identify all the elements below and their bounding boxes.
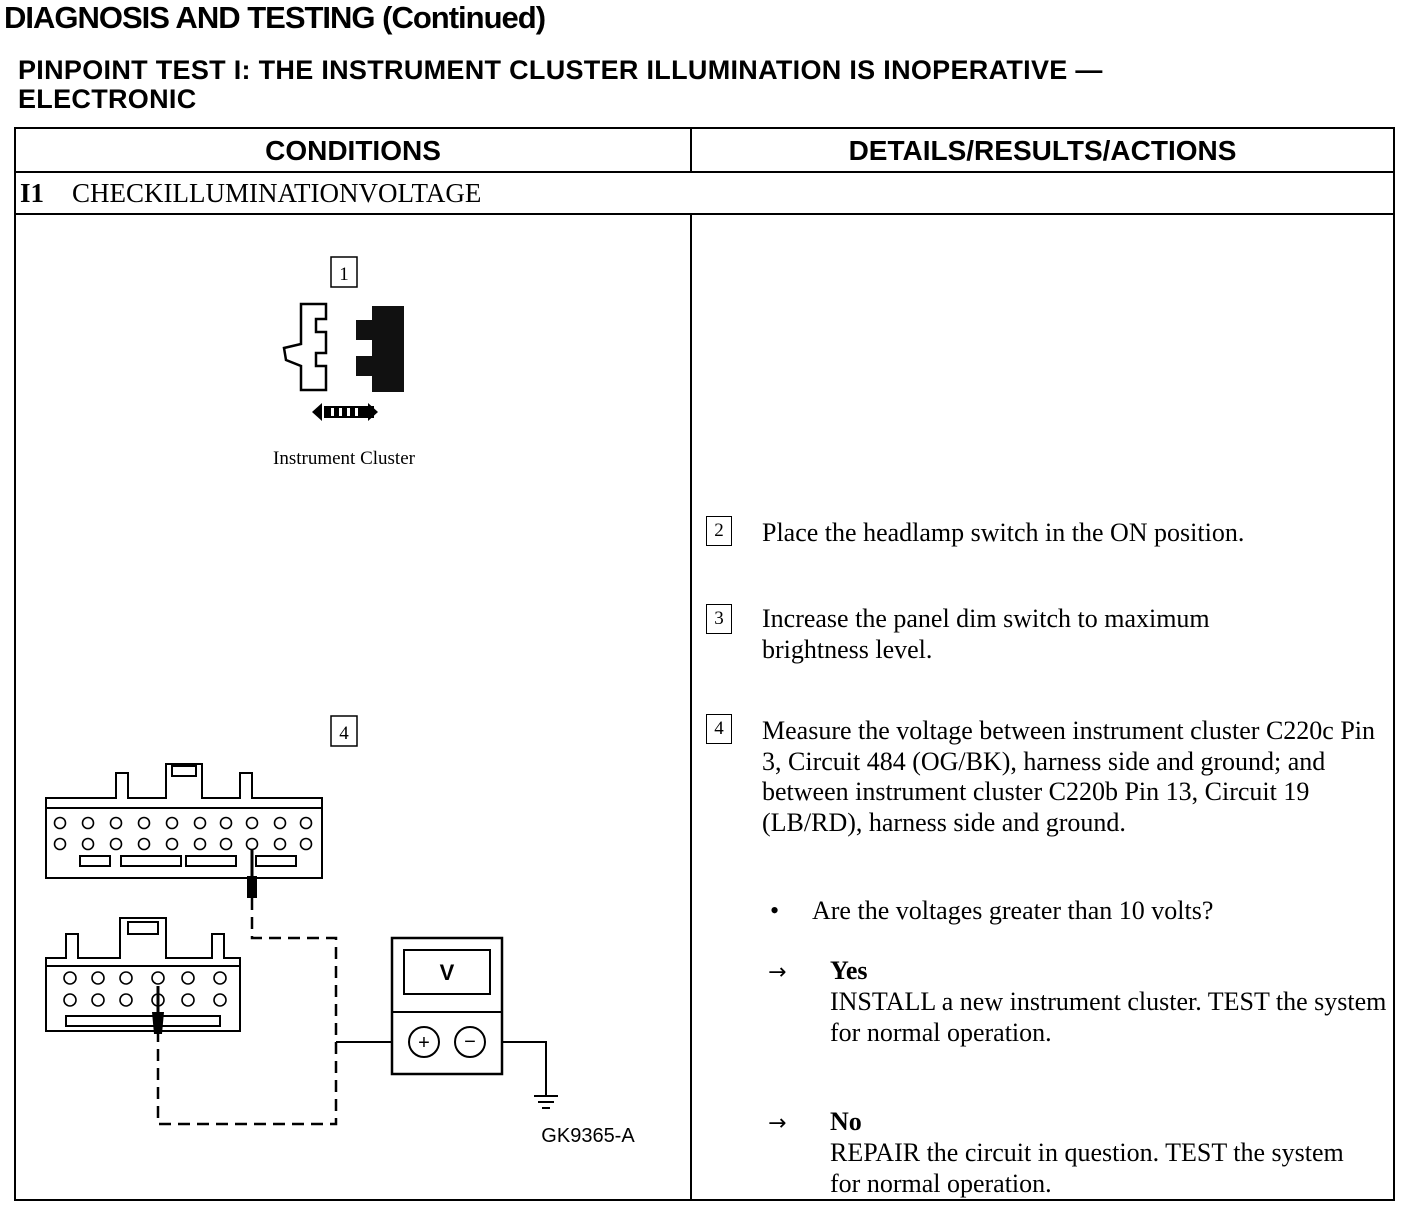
column-divider-header (690, 127, 692, 173)
column-header-details: DETAILS/RESULTS/ACTIONS (848, 135, 1237, 166)
step-title: CHECKILLUMINATIONVOLTAGE (72, 178, 482, 208)
result-no-arrow: → (768, 1111, 787, 1136)
test-table (14, 127, 1395, 1201)
pinpoint-title-line1: PINPOINT TEST I: THE INSTRUMENT CLUSTER … (18, 55, 1103, 85)
step-2-number: 2 (706, 516, 732, 546)
step-3-text: Increase the panel dim switch to maximum… (762, 604, 1210, 664)
question-text: Are the voltages greater than 10 volts? (812, 896, 1214, 925)
connector-disconnect-icon (282, 302, 404, 421)
pinpoint-title-line2: ELECTRONIC (18, 84, 197, 114)
illustration-box-1-label: 1 (339, 264, 349, 285)
step-2-text: Place the headlamp switch in the ON posi… (762, 518, 1245, 547)
page-heading: DIAGNOSIS AND TESTING (Continued) (4, 0, 546, 35)
column-header-conditions: CONDITIONS (265, 135, 441, 166)
step-3-number: 3 (706, 604, 732, 634)
instrument-cluster-caption: Instrument Cluster (273, 448, 416, 469)
voltmeter: V + − (390, 936, 504, 1076)
voltmeter-display: V (440, 960, 455, 985)
step-title-row: I1 CHECKILLUMINATIONVOLTAGE (20, 178, 481, 209)
figure-id: GK9365-A (541, 1125, 635, 1147)
pinpoint-test-title: PINPOINT TEST I: THE INSTRUMENT CLUSTER … (18, 56, 1103, 114)
result-yes-label: Yes (830, 956, 868, 985)
illustration-box-4-label: 4 (339, 723, 349, 744)
wiring-illustration: 1 Instrument Cluster 4 (45, 256, 635, 1147)
result-yes-arrow: → (768, 960, 787, 985)
step-4-number: 4 (706, 714, 732, 744)
ground-icon (502, 1041, 558, 1109)
column-divider-body (690, 213, 692, 1201)
step-title-divider (14, 213, 1395, 215)
plus-terminal: + (418, 1032, 430, 1054)
question-bullet: • (770, 896, 780, 925)
test-lead-dashed (156, 898, 338, 1126)
connector-c220b-pins (63, 971, 227, 1007)
probe-upper (247, 850, 257, 898)
result-no-action: REPAIR the circuit in question. TEST the… (830, 1138, 1344, 1198)
step-4-text: Measure the voltage between instrument c… (762, 716, 1376, 837)
probe-lower (152, 986, 164, 1034)
minus-terminal: − (464, 1031, 476, 1053)
result-yes-action: INSTALL a new instrument cluster. TEST t… (830, 987, 1387, 1047)
connector-c220c-pins (53, 816, 313, 851)
result-no-label: No (830, 1107, 862, 1136)
illustration-box-4: 4 (330, 715, 358, 747)
step-id: I1 (20, 178, 45, 208)
illustration-box-1: 1 (330, 256, 358, 288)
header-divider (14, 171, 1395, 173)
